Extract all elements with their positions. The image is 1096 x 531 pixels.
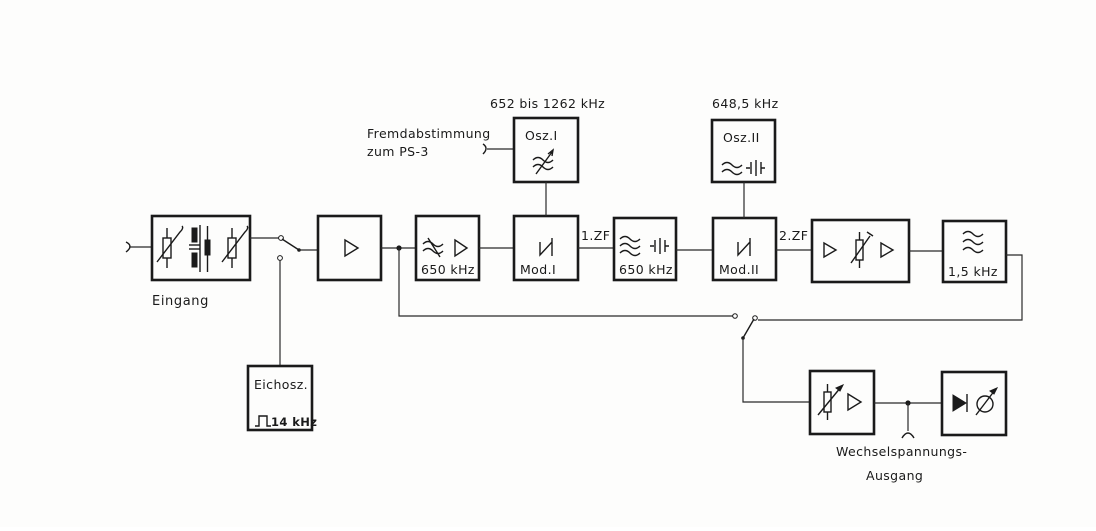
if-filter-1-block: 650 kHz <box>414 214 481 282</box>
input-block <box>150 214 252 282</box>
osc1-label: Osz.I <box>525 128 558 143</box>
oscillator-2-block: Osz.II <box>710 118 777 184</box>
ac-output-jack <box>901 432 915 439</box>
amplifier-icon <box>880 241 895 259</box>
mixer-2-block: Mod.II <box>711 216 778 282</box>
bandpass-icon <box>422 237 444 258</box>
rectifier-diode-icon <box>952 394 967 412</box>
input-label: Eingang <box>152 294 209 309</box>
square-wave-icon <box>255 415 271 427</box>
osc1-freq: 652 bis 1262 kHz <box>490 96 605 111</box>
ext-tuning-line2: zum PS-3 <box>367 144 429 159</box>
potentiometer-icon <box>850 231 874 268</box>
amplifier-icon <box>344 238 360 258</box>
amplifier-icon <box>454 238 469 258</box>
meter-icon <box>976 395 994 413</box>
mod2-label: Mod.II <box>719 262 759 277</box>
calibration-oscillator-block: Eichosz. 14 kHz <box>246 364 317 432</box>
capacitor-resistor-network-icon <box>189 225 211 272</box>
preamp-block <box>316 214 383 282</box>
variable-resistor-icon <box>221 225 249 268</box>
lowpass-filter-block: 1,5 kHz <box>941 219 1008 284</box>
filter-icon <box>962 230 984 254</box>
tunable-filter-icon <box>532 148 554 175</box>
filter2-label: 650 kHz <box>619 262 673 277</box>
filter3-label: 1,5 kHz <box>948 264 998 279</box>
af-amplifier-block <box>810 218 911 284</box>
ac-output-line1: Wechselspannungs- <box>836 444 967 459</box>
calibration-switch[interactable] <box>250 235 318 366</box>
ext-tuning-jack <box>482 143 514 155</box>
amplifier-icon <box>823 241 838 259</box>
output-amplifier-block <box>808 369 876 436</box>
variable-resistor-icon <box>156 225 184 268</box>
crystal-oscillator-icon <box>721 160 765 176</box>
input-jack <box>125 241 152 253</box>
crystal-filter-icon <box>619 235 669 257</box>
meter-block <box>940 370 1008 437</box>
if-filter-2-block: 650 kHz <box>612 216 678 282</box>
osc2-freq: 648,5 kHz <box>712 96 779 111</box>
diode-icon <box>539 238 553 257</box>
cal-osc-freq: 14 kHz <box>271 415 317 429</box>
mixer-1-block: Mod.I <box>512 214 580 282</box>
variable-resistor-icon <box>817 384 845 420</box>
ext-tuning-line1: Fremdabstimmung <box>367 126 491 141</box>
if1-label: 1.ZF <box>581 228 610 243</box>
oscillator-1-block: Osz.I <box>512 116 580 184</box>
cal-osc-label: Eichosz. <box>254 377 308 392</box>
ac-output-line2: Ausgang <box>866 468 923 483</box>
diode-icon <box>737 238 751 257</box>
amplifier-icon <box>847 392 863 412</box>
osc2-label: Osz.II <box>723 130 760 145</box>
mod1-label: Mod.I <box>520 262 556 277</box>
if2-label: 2.ZF <box>779 228 808 243</box>
output-switch[interactable] <box>732 313 758 340</box>
filter1-label: 650 kHz <box>421 262 475 277</box>
